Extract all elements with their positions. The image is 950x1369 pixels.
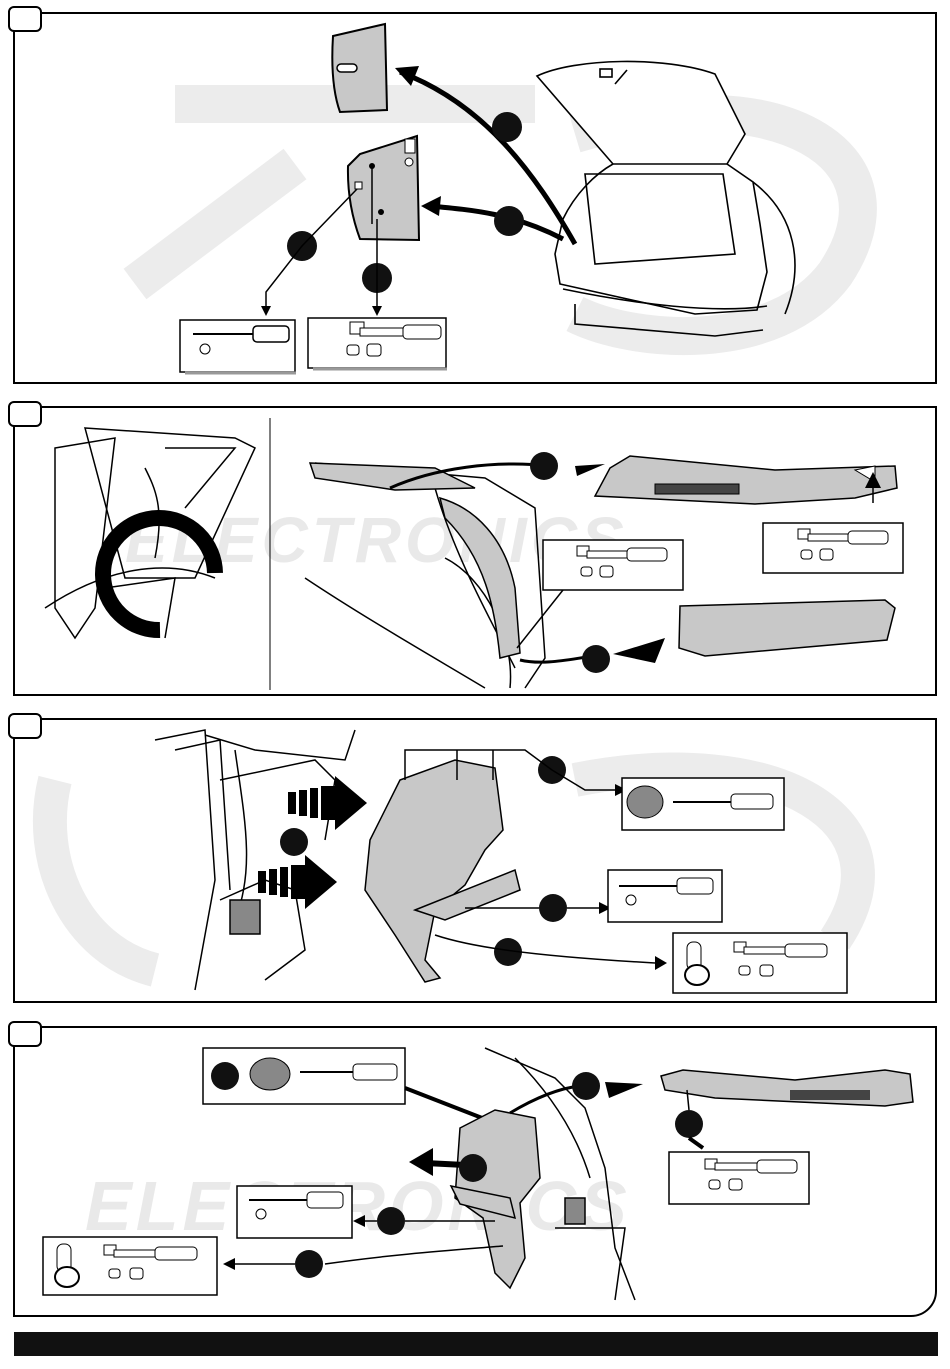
tool-box-screwdriver [608, 870, 722, 922]
panel-1-illustration [15, 14, 937, 384]
panel-step-2: ELECTRONICS [13, 406, 937, 696]
callout-3 [675, 1110, 703, 1138]
panel-4-illustration [15, 1028, 937, 1317]
panel-2-illustration [15, 408, 937, 696]
vent-grille [230, 900, 260, 934]
tool-box-tow-eye-ratchet [673, 933, 847, 993]
cover-handle [337, 64, 357, 72]
upper-trim-part [661, 1070, 913, 1106]
step-tab-3 [8, 713, 42, 739]
step-tab-2 [8, 401, 42, 427]
callout-1 [280, 828, 308, 856]
callout-2 [582, 645, 610, 673]
callout-4 [459, 1154, 487, 1182]
tool-box-ratchet-2 [763, 523, 903, 573]
panel-step-1 [13, 12, 937, 384]
callout-2 [494, 206, 524, 236]
callout-6 [295, 1250, 323, 1278]
tool-box-clip [622, 778, 784, 830]
callout-3 [539, 894, 567, 922]
step-tab-1 [8, 6, 42, 32]
tool-box-ratchet [308, 318, 447, 369]
car-side-door-frame [45, 428, 255, 638]
callout-1 [492, 112, 522, 142]
step-tab-4 [8, 1021, 42, 1047]
panel-step-3 [13, 718, 937, 1003]
side-trim-removed [365, 760, 503, 982]
panel-step-4: ELECTRONICS [13, 1026, 937, 1317]
lower-trim-removed [679, 600, 895, 656]
car-cargo-side [155, 730, 355, 990]
footer-bar [14, 1332, 938, 1356]
tool-box-clip [203, 1048, 405, 1104]
callout-1 [211, 1062, 239, 1090]
upper-trim-removed [595, 456, 897, 504]
tool-box-ratchet [669, 1152, 809, 1204]
callout-1 [530, 452, 558, 480]
trim-grille [655, 484, 739, 494]
tool-box-screwdriver [237, 1186, 352, 1238]
seat-belt-trim [440, 498, 520, 658]
panel-3-illustration [15, 720, 937, 1003]
tool-box-screwdriver [180, 320, 296, 373]
callout-5 [377, 1207, 405, 1235]
callout-2 [572, 1072, 600, 1100]
tool-box-tow-eye-ratchet [43, 1237, 217, 1295]
tool-box-ratchet-1 [543, 540, 683, 590]
